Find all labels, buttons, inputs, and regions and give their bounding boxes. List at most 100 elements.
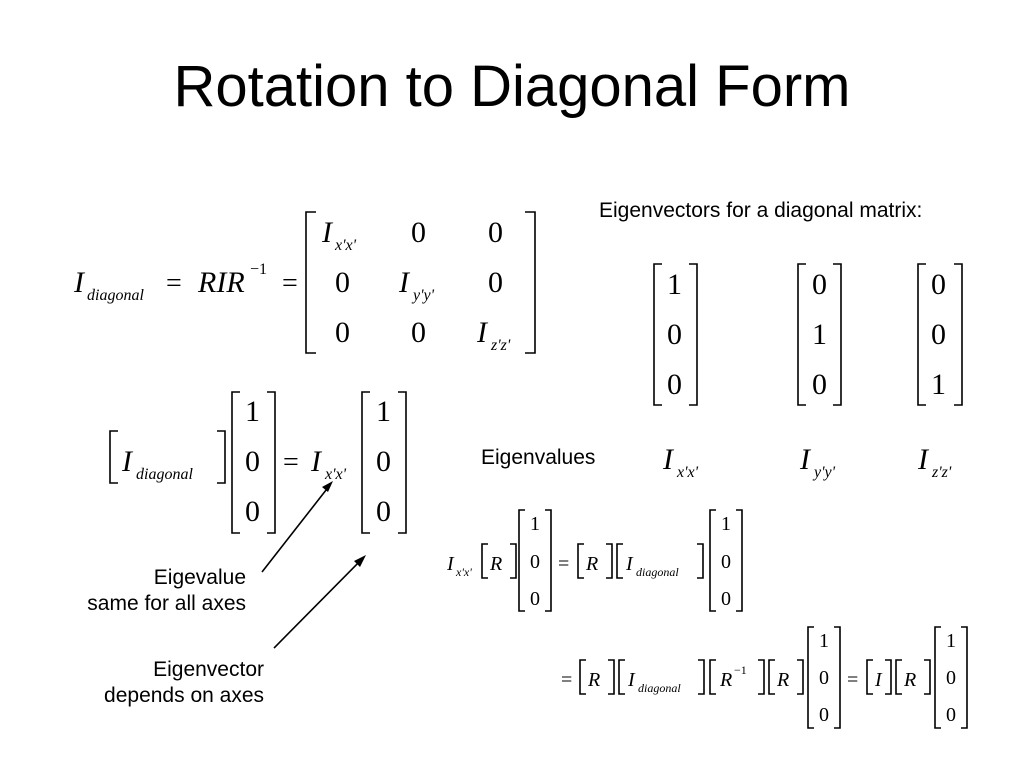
eq4-vec1-bracket-right xyxy=(834,626,841,729)
evec3-b: 0 xyxy=(931,318,946,351)
eq4-R3-bracket-left xyxy=(895,659,902,695)
eq4-equals-2: = xyxy=(847,669,858,691)
eq4-I: I xyxy=(874,669,883,691)
eval2-I: I xyxy=(799,443,812,476)
eq4-Idiag-sub: diagonal xyxy=(638,681,681,695)
eq3-R2-bracket-left xyxy=(577,543,584,579)
evec3-c: 1 xyxy=(931,368,946,401)
eval3-I: I xyxy=(917,443,930,476)
eq4-R3-bracket-right xyxy=(924,659,931,695)
eq3-Idiag-I: I xyxy=(625,553,634,575)
evec2-c: 0 xyxy=(812,368,827,401)
eq4-vec2-bracket-right xyxy=(961,626,968,729)
equation-rotated-1: I x'x' R 1 0 0 = R I diagonal 1 0 0 xyxy=(446,509,743,612)
eq3-R1: R xyxy=(489,553,502,575)
eq2-vec1-c: 0 xyxy=(245,495,260,528)
eq3-vec2-b: 0 xyxy=(721,551,731,573)
eq1-m21: 0 xyxy=(335,266,350,299)
eq1-I: I xyxy=(73,266,86,299)
eq3-vec1-bracket-left xyxy=(518,509,525,612)
eq2-bracket-right-a xyxy=(217,430,226,484)
eq4-vec2-b: 0 xyxy=(946,667,956,689)
annotation-eigenvector-line1: Eigenvector xyxy=(153,658,264,681)
eq4-Idiag-bracket-right xyxy=(698,659,705,695)
eq3-vec2-bracket-right xyxy=(736,509,743,612)
eq1-bracket-left xyxy=(305,211,316,354)
evec1-bracket-right xyxy=(689,263,698,406)
eq2-vec1-b: 0 xyxy=(245,445,260,478)
annotation-arrows xyxy=(261,481,366,649)
evec3-bracket-left xyxy=(917,263,926,406)
eq3-I: I xyxy=(446,553,455,575)
evec2-bracket-left xyxy=(797,263,806,406)
eq4-R3: R xyxy=(903,669,916,691)
eq4-vec1-a: 1 xyxy=(819,630,829,652)
eq3-vec1-b: 0 xyxy=(530,551,540,573)
eq2-vec1-bracket-left xyxy=(231,391,240,534)
eq2-vec1-bracket-right xyxy=(267,391,276,534)
eq3-vec2-bracket-left xyxy=(709,509,716,612)
eq3-vec1-bracket-right xyxy=(545,509,552,612)
eval1-I: I xyxy=(662,443,675,476)
eq2-vec2-bracket-left xyxy=(361,391,370,534)
eq4-R2-bracket-left xyxy=(768,659,775,695)
eq1-sub-diagonal: diagonal xyxy=(87,287,144,304)
eq2-I2-sub: x'x' xyxy=(324,466,347,483)
annotation-eigenvalue-line2: same for all axes xyxy=(87,592,246,616)
equation-eigen-example: I diagonal 1 0 0 = I x'x' 1 0 0 xyxy=(109,391,407,534)
eq3-equals: = xyxy=(558,553,569,575)
arrow-eigenvector xyxy=(273,558,363,649)
evec1-bracket-left xyxy=(653,263,662,406)
eq1-m11-sub: x'x' xyxy=(334,237,357,254)
equation-diagonalization: I diagonal = RIR −1 = I x'x' 0 0 0 I y'y… xyxy=(73,211,536,354)
evec2-b: 1 xyxy=(812,318,827,351)
eq4-I-bracket-right xyxy=(885,659,892,695)
eq4-Rinv-bracket-right xyxy=(758,659,765,695)
equation-rotated-2: = R I diagonal R −1 R 1 0 0 = I xyxy=(561,626,968,729)
eq3-I-sub: x'x' xyxy=(455,565,472,579)
eq4-R1: R xyxy=(587,669,600,691)
eq2-equals: = xyxy=(283,447,299,478)
eq4-Rinv-exp: −1 xyxy=(734,663,747,677)
eq4-equals-1: = xyxy=(561,669,572,691)
eq3-R2: R xyxy=(585,553,598,575)
eq1-m32: 0 xyxy=(411,316,426,349)
eq1-m23: 0 xyxy=(488,266,503,299)
arrow-eigenvalue-head xyxy=(322,481,333,492)
eq1-m12: 0 xyxy=(411,216,426,249)
eq2-vec1-a: 1 xyxy=(245,395,260,428)
annotation-eigenvalue: Eigevalue same for all axes xyxy=(0,565,246,618)
eq4-Rinv-R: R xyxy=(719,669,732,691)
eq1-inverse-exp: −1 xyxy=(250,261,267,278)
eq4-vec2-c: 0 xyxy=(946,704,956,726)
eq4-I-bracket-left xyxy=(866,659,873,695)
eq1-m22-sub: y'y' xyxy=(411,287,435,304)
eq1-m33-I: I xyxy=(476,316,489,349)
arrow-eigenvector-head xyxy=(354,555,366,567)
eq4-vec1-b: 0 xyxy=(819,667,829,689)
evec3-bracket-right xyxy=(954,263,963,406)
eq4-R1-bracket-right xyxy=(608,659,615,695)
eigenvalues-label: Eigenvalues xyxy=(481,446,596,469)
eq2-bracket-left-a xyxy=(109,430,118,484)
eq1-equals-2: = xyxy=(282,268,298,299)
eq3-Idiag-sub: diagonal xyxy=(636,565,679,579)
eq4-Rinv-bracket-left xyxy=(709,659,716,695)
eq4-R1-bracket-left xyxy=(579,659,586,695)
eval2-sub: y'y' xyxy=(812,464,836,481)
eq3-Idiag-bracket-left xyxy=(616,543,623,579)
eq3-vec1-c: 0 xyxy=(530,588,540,610)
eq2-sub-diagonal: diagonal xyxy=(136,466,193,483)
eq1-equals-1: = xyxy=(166,268,182,299)
eq4-Idiag-I: I xyxy=(627,669,636,691)
eq3-vec1-a: 1 xyxy=(530,513,540,535)
annotation-eigenvalue-line1: Eigevalue xyxy=(153,566,246,589)
eigenvalues-row: I x'x' I y'y' I z'z' xyxy=(662,443,952,481)
evec2-a: 0 xyxy=(812,268,827,301)
eq3-vec2-a: 1 xyxy=(721,513,731,535)
eq1-RIR: RIR xyxy=(197,266,245,299)
eq2-vec2-bracket-right xyxy=(398,391,407,534)
eq4-R2: R xyxy=(776,669,789,691)
eq1-m31: 0 xyxy=(335,316,350,349)
evec3-a: 0 xyxy=(931,268,946,301)
